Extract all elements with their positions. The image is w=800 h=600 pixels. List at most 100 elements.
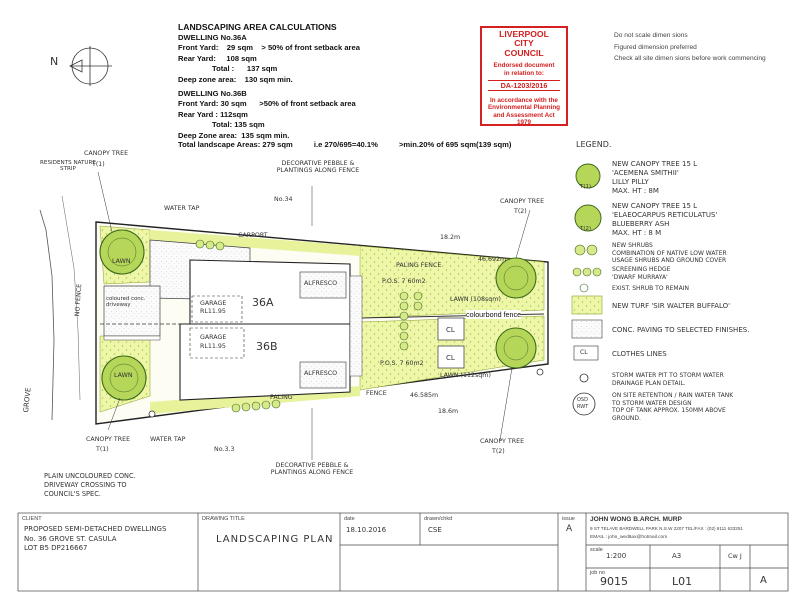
legend-storm: STORM WATER PIT TO STORM WATER DRAINAGE …	[612, 372, 724, 387]
council-stamp: LIVERPOOL CITY COUNCIL Endorsed document…	[480, 26, 568, 126]
legend-tree2-l3: BLUEBERRY ASH	[612, 220, 670, 228]
note-3: Check all site dimen sions before work c…	[614, 55, 766, 62]
dwelling-a-total: Total : 137 sqm	[212, 64, 278, 74]
note-1: Do not scale dimen sions	[614, 32, 688, 39]
stamp-line-1: Endorsed document	[493, 62, 555, 70]
calc-title: LANDSCAPING AREA CALCULATIONS	[178, 22, 337, 32]
clothes-line-a	[437, 317, 465, 341]
tb-date: 18.10.2016	[346, 526, 387, 534]
garage-a-label: GARAGE	[200, 300, 227, 307]
tb-scale: 1:200	[606, 552, 627, 560]
stamp-line-3: In accordance with the	[490, 97, 558, 105]
dwelling-b-front: Front Yard: 30 sqm >50% of front setback…	[178, 99, 356, 109]
legend-osd-tag1: OSD	[577, 397, 588, 403]
canopy-tree-tag-d: T(2)	[492, 448, 505, 455]
clothes-line-b	[437, 345, 465, 369]
rear-lawn-b-label: LAWN (112sqm)	[440, 372, 491, 379]
alfresco-a-label: ALFRESCO	[304, 280, 338, 287]
stamp-org-1: LIVERPOOL	[499, 29, 549, 39]
alfresco-b-label: ALFRESCO	[304, 370, 338, 377]
garage-b	[189, 327, 245, 359]
tb-client-label: CLIENT	[22, 516, 42, 522]
tb-rev: A	[760, 575, 767, 586]
front-lawn-a-label: LAWN	[112, 258, 131, 265]
tb-date-label: date	[344, 516, 355, 522]
tb-drawn-label: drawn/chkd	[424, 516, 453, 522]
landscaping-calculations: LANDSCAPING AREA CALCULATIONS DWELLING N…	[178, 22, 360, 142]
legend-osd-l1: ON SITE RETENTION / RAIN WATER TANK	[612, 392, 734, 399]
tb-size: A3	[672, 552, 682, 560]
tb-drawn: CSE	[428, 526, 442, 534]
tb-job-label: job no	[590, 570, 605, 576]
legend-storm-l1: STORM WATER PIT TO STORM WATER	[612, 372, 724, 379]
neighbour-no33-label: No.3.3	[214, 446, 235, 453]
legend-tree1: NEW CANOPY TREE 15 L 'ACEMENA SMITHII' L…	[612, 160, 697, 196]
stamp-org-3: COUNCIL	[504, 47, 544, 58]
legend-osd-l2: TO STORM WATER DESIGN	[612, 399, 692, 407]
tb-project-l1: PROPOSED SEMI-DETACHED DWELLINGS	[24, 525, 167, 533]
dwelling-a-rear: Rear Yard: 108 sqm	[178, 53, 257, 63]
legend-title: LEGEND.	[576, 140, 612, 149]
rear-lawn-a-label: LAWN (108sqm)	[450, 296, 501, 303]
alfresco-a	[299, 271, 347, 299]
tb-sheet: L01	[672, 575, 693, 588]
total-landscape-line: Total landscape Areas: 279 sqm i.e 270/6…	[178, 140, 512, 149]
garage-b-rl: RL11.95	[200, 343, 226, 350]
paling-fence-top: PALING FENCE	[396, 262, 442, 269]
legend-turf: NEW TURF 'SIR WALTER BUFFALO'	[612, 302, 731, 310]
north-arrow	[69, 46, 112, 86]
decorative-pebble-top-label: DECORATIVE PEBBLE & PLANTINGS ALONG FENC…	[276, 160, 360, 174]
canopy-tree-tag-c: T(1)	[96, 446, 109, 453]
dim-top-2: 46.692m	[478, 256, 507, 263]
legend-exist-shrub: EXIST. SHRUB TO REMAIN	[612, 285, 689, 292]
dwelling-b-rear: Rear Yard : 112sqm	[178, 109, 248, 119]
legend-shrubs-l2: COMBINATION OF NATIVE LOW WATER	[612, 249, 727, 257]
legend-shrubs-l1: NEW SHRUBS	[612, 242, 653, 249]
tb-project: PROPOSED SEMI-DETACHED DWELLINGS No. 36 …	[24, 525, 166, 554]
screening-hedge	[195, 239, 423, 413]
tb-job: 9015	[600, 575, 628, 588]
dwelling-b-name: DWELLING No.36B	[178, 88, 247, 98]
water-tap-label-1: WATER TAP	[164, 205, 200, 212]
legend-shrubs: NEW SHRUBS COMBINATION OF NATIVE LOW WAT…	[612, 242, 727, 265]
dwelling-36a-label: 36A	[252, 296, 274, 309]
legend-tree2: NEW CANOPY TREE 15 L 'ELAEOCARPUS RETICU…	[612, 202, 717, 238]
clothes-line-b-label: CL	[446, 354, 455, 362]
legend-osd: ON SITE RETENTION / RAIN WATER TANK TO S…	[612, 392, 733, 422]
tb-project-l3: LOT B5 DP216667	[24, 544, 88, 552]
pos-b-label: P.O.S. 7 60m2	[380, 360, 424, 367]
tb-firm-address: 9 ST TELAVE BARDWELL PARK N.S.W 2207 TEL…	[590, 526, 743, 531]
dwelling-b-total: Total: 135 sqm	[212, 120, 265, 130]
legend-tree1-l1: NEW CANOPY TREE 15 L	[612, 160, 698, 168]
pos-a-label: P.O.S. 7 60m2	[382, 278, 426, 285]
dwelling-a-deep: Deep zone area: 130 sqm min.	[178, 74, 293, 84]
legend-tree1-l4: MAX. HT : 8M	[612, 187, 659, 195]
water-tap-label-2: WATER TAP	[150, 436, 186, 443]
decorative-pebble-bottom-label: DECORATIVE PEBBLE & PLANTINGS ALONG FENC…	[270, 462, 354, 476]
crossing-note-line-2: DRIVEWAY CROSSING TO	[44, 481, 127, 489]
dim-bottom-1: 46.585m	[410, 392, 439, 399]
garage-b-label: GARAGE	[200, 334, 227, 341]
legend-tree1-tag: T(1)	[580, 184, 592, 190]
stamp-org-2: CITY	[514, 38, 534, 49]
stamp-line-2: in relation to:	[504, 69, 544, 77]
legend-tree1-l3: LILLY PILLY	[612, 178, 649, 186]
driveway-crossing-note: PLAIN UNCOLOURED CONC. DRIVEWAY CROSSING…	[44, 472, 136, 499]
dwelling-b-deep: Deep Zone area: 135 sqm min.	[178, 130, 290, 140]
canopy-tree-label-d: CANOPY TREE	[480, 438, 525, 445]
dwelling-a-front: Front Yard: 29 sqm > 50% of front setbac…	[178, 43, 360, 53]
legend-storm-l2: DRAINAGE PLAN DETAIL.	[612, 379, 686, 387]
tb-issue: A	[566, 524, 573, 534]
legend-tree2-l2: 'ELAEOCARPUS RETICULATUS'	[612, 211, 718, 219]
legend-hedge-l1: SCREENING HEDGE	[612, 266, 671, 273]
canopy-tree-tag-a: T(1)	[92, 161, 105, 168]
legend-osd-l4: GROUND.	[612, 414, 641, 422]
tb-drawing-title: LANDSCAPING PLAN	[216, 534, 334, 545]
dwelling-a-name: DWELLING No.36A	[178, 32, 247, 42]
legend-tree1-l2: 'ACEMENA SMITHII'	[612, 169, 679, 177]
front-lawn-b-label: LAWN	[114, 372, 133, 379]
general-notes: Do not scale dimen sions Figured dimensi…	[614, 30, 766, 65]
legend-hedge-l2: 'DWARF MURRAYA'	[612, 273, 668, 281]
neighbour-no34-label: No.34	[274, 196, 293, 203]
legend-shrubs-l3: USAGE SHRUBS AND GROUND COVER	[612, 257, 727, 264]
